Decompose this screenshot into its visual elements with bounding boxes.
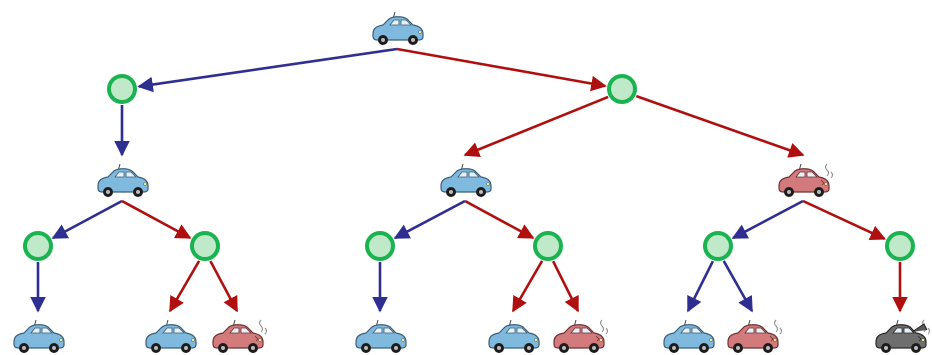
car-icon [372, 11, 424, 45]
car-icon [145, 319, 197, 353]
chance-node-c4 [190, 231, 220, 261]
car-icon [488, 319, 540, 353]
damaged-car-icon [727, 319, 782, 353]
edge-l1-mid-to-c6-red [464, 199, 535, 240]
edge-c2-to-l1-right-red [635, 94, 805, 158]
chance-node-c6 [533, 231, 563, 261]
edge-l1-left-to-c4-red [121, 199, 192, 240]
edge-c4-to-leaf-3-red [209, 260, 239, 313]
edge-c6-to-leaf-5-red [511, 260, 544, 313]
car-icon [355, 319, 407, 353]
damaged-car-icon [778, 163, 833, 197]
edge-l1-mid-to-c5-blue [393, 199, 466, 240]
edge-c4-to-leaf-2-red [168, 260, 201, 313]
chance-node-c5 [365, 231, 395, 261]
edge-c7-to-leaf-7-blue [686, 260, 715, 313]
chance-nodes-layer [23, 74, 915, 261]
car-icon [440, 163, 492, 197]
edge-c7-to-leaf-8-blue [722, 260, 754, 313]
wrecked-car-icon [875, 319, 930, 353]
edge-root-to-c2-red [396, 47, 607, 92]
edge-l1-right-to-c7-blue [731, 199, 804, 240]
car-icon [97, 163, 149, 197]
chance-node-c3 [23, 231, 53, 261]
chance-node-c1 [107, 74, 137, 104]
cars-layer [13, 11, 930, 353]
edge-c2-to-l1-mid-red [463, 95, 609, 157]
edges-layer [30, 47, 908, 313]
damaged-car-icon [553, 319, 608, 353]
chance-node-c2 [607, 74, 637, 104]
edge-root-to-c1-blue [137, 47, 398, 93]
edge-c6-to-leaf-6-red [551, 260, 580, 313]
damaged-car-icon [212, 319, 267, 353]
edge-l1-left-to-c3-blue [51, 199, 123, 240]
chance-node-c7 [703, 231, 733, 261]
car-icon [663, 319, 715, 353]
edge-l1-right-to-c8-red [802, 199, 886, 241]
chance-node-c8 [885, 231, 915, 261]
car-icon [13, 319, 65, 353]
